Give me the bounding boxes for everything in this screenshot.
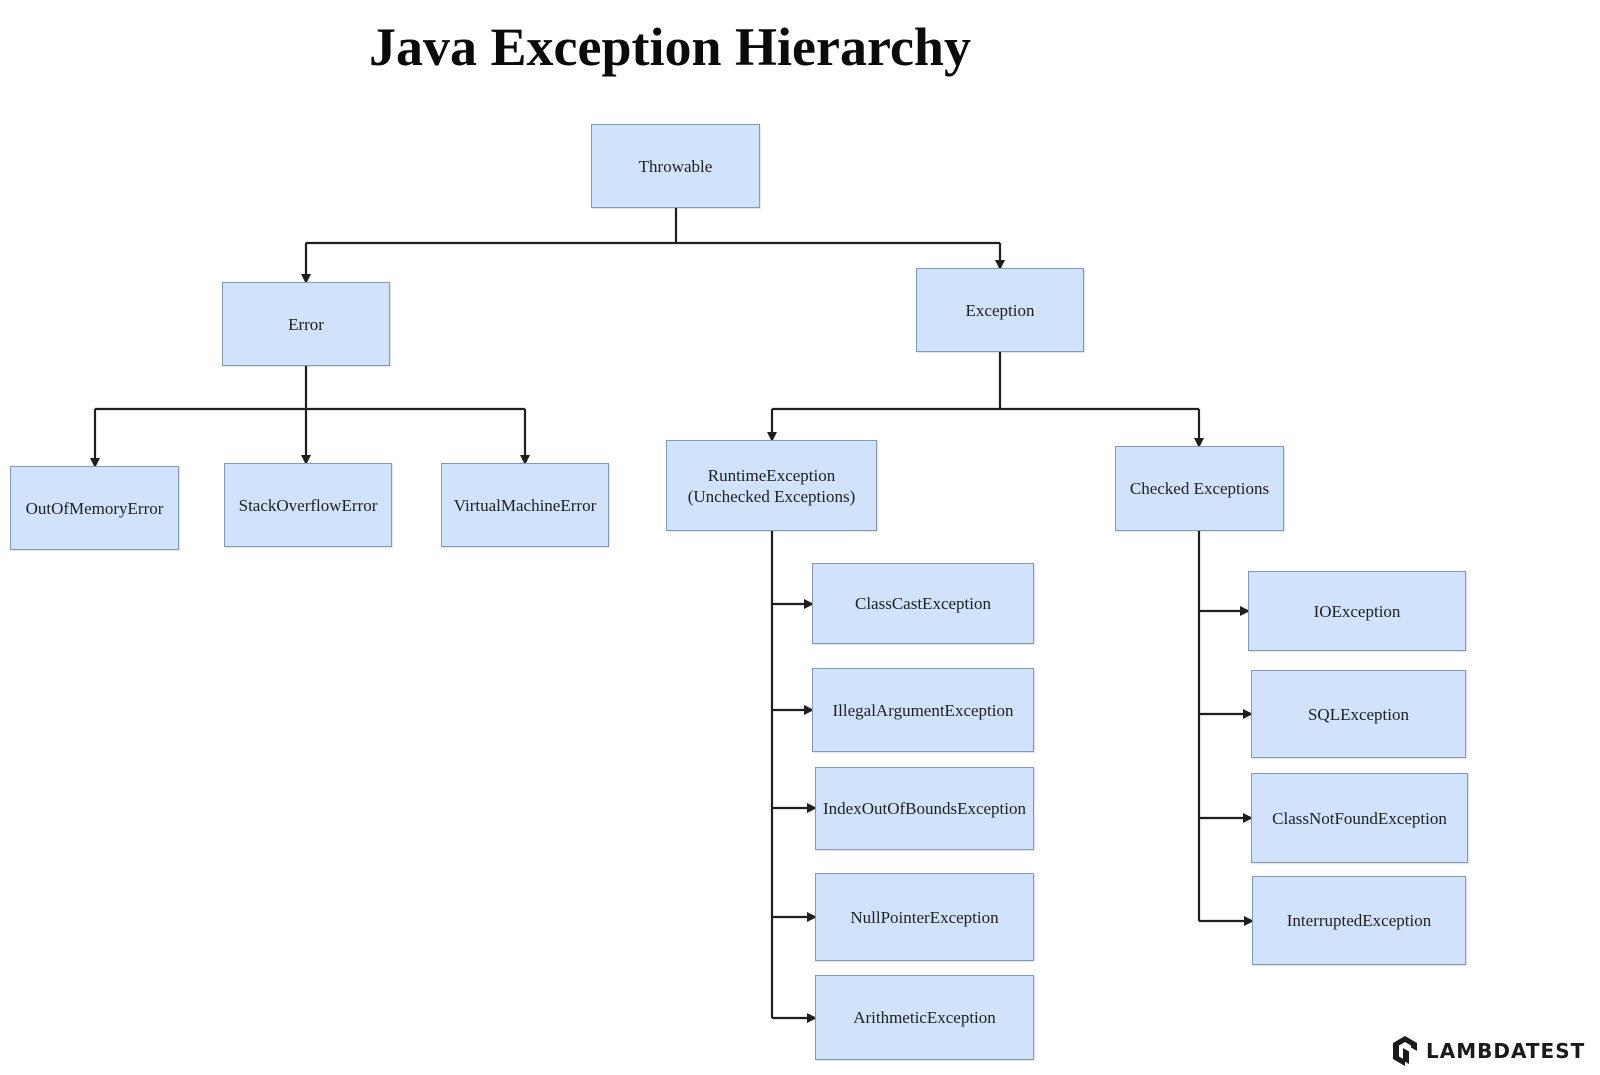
node-class-cast-exception: ClassCastException	[812, 563, 1034, 644]
node-throwable: Throwable	[591, 124, 760, 208]
lambdatest-logo-icon	[1393, 1036, 1417, 1066]
node-error: Error	[222, 282, 390, 366]
brand-name: LAMBDATEST	[1426, 1039, 1586, 1063]
node-io-exception: IOException	[1248, 571, 1466, 651]
node-stack-overflow-error: StackOverflowError	[224, 463, 392, 547]
diagram-title: Java Exception Hierarchy	[369, 17, 971, 77]
connector-error-children	[95, 366, 525, 411]
node-null-pointer-exception: NullPointerException	[815, 873, 1034, 961]
node-illegal-argument-exception: IllegalArgumentException	[812, 668, 1034, 752]
node-interrupted-exception: InterruptedException	[1252, 876, 1466, 965]
node-sql-exception: SQLException	[1251, 670, 1466, 758]
connector-exception-children	[772, 352, 1199, 411]
node-runtime-exception: RuntimeException (Unchecked Exceptions)	[666, 440, 877, 531]
node-checked-exceptions: Checked Exceptions	[1115, 446, 1284, 531]
node-out-of-memory-error: OutOfMemoryError	[10, 466, 179, 550]
node-index-out-of-bounds-exception: IndexOutOfBoundsException	[815, 767, 1034, 850]
brand-logo: LAMBDATEST	[1390, 1033, 1585, 1069]
node-class-not-found-exception: ClassNotFoundException	[1251, 773, 1468, 863]
connector-throwable-children	[306, 208, 1000, 245]
node-virtual-machine-error: VirtualMachineError	[441, 463, 609, 547]
node-arithmetic-exception: ArithmeticException	[815, 975, 1034, 1060]
node-exception: Exception	[916, 268, 1084, 352]
